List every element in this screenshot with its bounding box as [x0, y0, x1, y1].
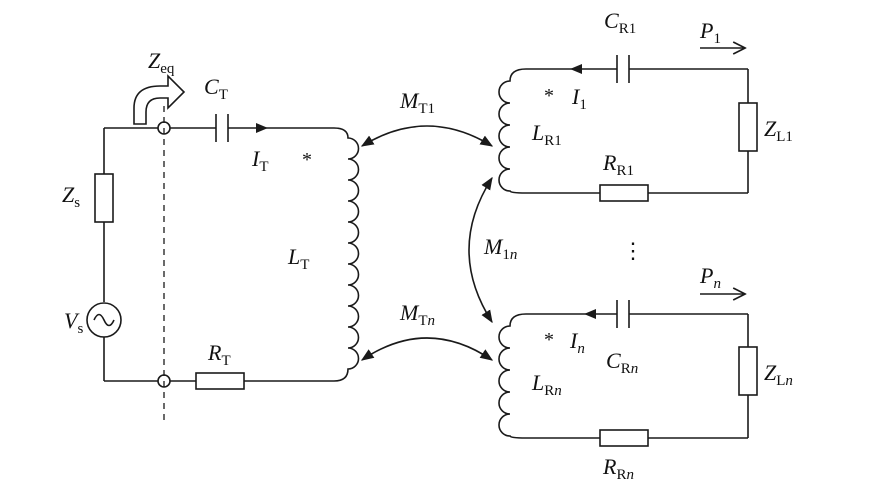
mutual-mt1-arrow	[360, 125, 494, 147]
label-pn: Pn	[699, 263, 721, 292]
ac-wave-icon	[93, 313, 115, 327]
inductor-lrn	[498, 313, 527, 439]
label-mt1: MT1	[399, 88, 435, 117]
label-lrn: LRn	[531, 370, 562, 399]
label-in: In	[569, 328, 585, 357]
zeq-arrow-icon	[133, 74, 186, 125]
label-mtn: MTn	[399, 300, 435, 329]
receiver-1-circuit	[498, 48, 758, 202]
label-it: IT	[251, 146, 269, 175]
dot-mark-rx1: *	[544, 85, 554, 107]
transmitter-circuit	[86, 74, 360, 424]
resistor-rrn	[599, 429, 649, 447]
label-m1n: M1n	[483, 234, 517, 263]
label-rt: RT	[207, 340, 231, 369]
mutual-mtn-arrow	[360, 337, 494, 361]
label-zs: Zs	[62, 182, 80, 211]
resistor-rt	[195, 372, 245, 390]
receiver-n-circuit	[498, 294, 758, 447]
label-p1: P1	[699, 18, 721, 47]
inductor-lr1	[498, 68, 527, 194]
label-rrn: RRn	[602, 454, 634, 483]
load-zln	[738, 346, 758, 396]
dot-mark-rxn: *	[544, 329, 554, 351]
dot-mark-tx: *	[302, 149, 312, 171]
label-cr1: CR1	[604, 8, 636, 37]
current-it-arrow	[256, 123, 268, 133]
label-rr1: RR1	[602, 150, 634, 179]
source-impedance-zs	[94, 173, 114, 223]
label-crn: CRn	[606, 348, 638, 377]
load-zl1	[738, 102, 758, 152]
label-zln: ZLn	[764, 360, 793, 389]
inductor-lt	[333, 127, 360, 382]
label-zeq: Zeq	[148, 48, 175, 77]
resistor-rr1	[599, 184, 649, 202]
mutual-m1n-arrow	[468, 176, 493, 324]
current-in-arrow	[584, 309, 596, 319]
ellipsis-receivers: ⋮	[622, 238, 644, 263]
label-vs: Vs	[64, 308, 83, 337]
label-lr1: LR1	[531, 120, 562, 149]
label-lt: LT	[287, 244, 309, 273]
current-i1-arrow	[570, 64, 582, 74]
label-i1: I1	[571, 84, 587, 113]
label-zl1: ZL1	[764, 116, 793, 145]
label-ct: CT	[204, 74, 228, 103]
